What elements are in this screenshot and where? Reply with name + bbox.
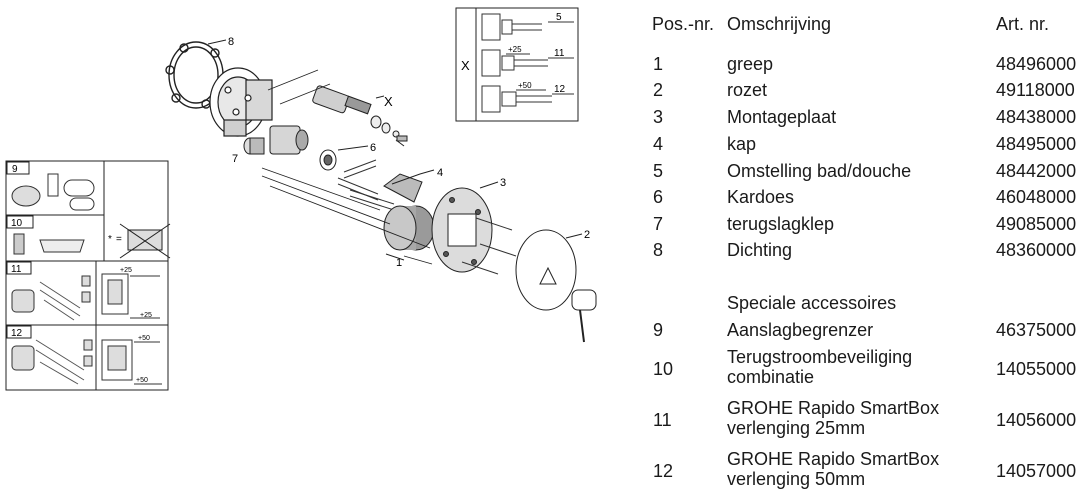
row-pos: 4	[653, 134, 664, 154]
seal-ring	[165, 41, 227, 109]
callout-2: 2	[584, 229, 590, 241]
inset-dim-25: +25	[508, 45, 522, 54]
row-desc: Kardoes	[727, 187, 795, 207]
assembly-axis	[261, 69, 433, 265]
row-desc: Terugstroombeveiliging combinatie	[727, 347, 987, 387]
row-art: 14055000	[996, 359, 1077, 379]
extension-25-parts	[11, 275, 91, 321]
row-art: 49118000	[996, 80, 1075, 100]
extension-25-box	[101, 273, 160, 319]
callout-4: 4	[437, 167, 443, 179]
row-desc-line: GROHE Rapido SmartBox	[727, 398, 940, 418]
exploded-view-drawing: X 5 +25 11 +50 12	[5, 7, 597, 391]
accessory-label-11: 11	[11, 264, 22, 275]
inset-dim-50: +50	[518, 81, 532, 90]
handle	[571, 289, 597, 343]
equals-sign: =	[116, 234, 122, 245]
long-screws	[461, 217, 517, 275]
inset-num-11: 11	[554, 48, 565, 59]
row-art: 48442000	[996, 161, 1077, 181]
dim-12-top: +50	[138, 335, 150, 342]
callout-6: 6	[370, 142, 376, 154]
row-art: 49085000	[996, 214, 1077, 234]
inset-x-label: X	[461, 58, 470, 73]
row-pos: 12	[653, 461, 674, 481]
inset-row-12	[481, 85, 574, 113]
inset-row-11	[481, 49, 574, 77]
callout-1: 1	[396, 257, 402, 269]
dim-11-bottom: +25	[140, 312, 152, 319]
accessory-label-10: 10	[11, 218, 23, 229]
valve-body	[209, 67, 273, 137]
callout-8: 8	[228, 36, 234, 48]
cap	[383, 173, 435, 251]
row-pos: 2	[653, 80, 664, 100]
inset-num-12: 12	[554, 84, 566, 95]
cartridge	[269, 125, 377, 179]
row-art: 46048000	[996, 187, 1077, 207]
row-desc: terugslagklep	[727, 214, 835, 234]
star-note: *	[108, 234, 112, 245]
inset-box: X 5 +25 11 +50 12	[455, 7, 579, 122]
row-pos: 11	[653, 410, 672, 430]
header-art: Art. nr.	[996, 14, 1050, 34]
stop-limiter-illustration	[11, 173, 95, 211]
row-art: 48360000	[996, 240, 1077, 260]
row-desc: Montageplaat	[727, 107, 837, 127]
row-desc-line: GROHE Rapido SmartBox	[727, 449, 940, 469]
row-pos: 1	[653, 54, 664, 74]
inset-num-5: 5	[556, 12, 562, 23]
accessory-label-12: 12	[11, 328, 23, 339]
mounting-screws	[337, 177, 395, 211]
rosette	[515, 229, 577, 311]
check-valve	[243, 137, 265, 155]
mounting-plate	[431, 187, 493, 273]
row-desc-line: Terugstroombeveiliging	[727, 347, 913, 367]
dim-12-bottom: +50	[136, 377, 148, 384]
row-art: 46375000	[996, 320, 1077, 340]
backflow-illustration	[13, 233, 85, 255]
row-pos: 6	[653, 187, 664, 207]
header-pos: Pos.-nr.	[652, 14, 715, 34]
row-pos: 7	[653, 214, 664, 234]
row-pos: 8	[653, 240, 664, 260]
row-pos: 9	[653, 320, 664, 340]
extension-50-parts	[11, 339, 93, 385]
row-pos: 3	[653, 107, 664, 127]
callout-3: 3	[500, 177, 506, 189]
row-art: 48495000	[996, 134, 1077, 154]
accessory-label-9: 9	[12, 164, 18, 175]
extension-50-box	[101, 339, 162, 385]
row-pos: 10	[653, 359, 674, 379]
row-desc: Omstelling bad/douche	[727, 161, 912, 181]
callout-7: 7	[232, 153, 238, 165]
row-desc: Dichting	[727, 240, 793, 260]
row-desc-line: verlenging 50mm	[727, 469, 866, 489]
row-desc: greep	[727, 54, 774, 74]
row-desc: GROHE Rapido SmartBox verlenging 50mm	[727, 449, 987, 489]
inset-row-5	[481, 13, 574, 41]
x-marker: X	[384, 94, 393, 109]
dim-11-top: +25	[120, 267, 132, 274]
special-heading-text: Speciale accessoires	[727, 293, 897, 313]
row-desc-line: combinatie	[727, 367, 815, 387]
row-art: 14057000	[996, 461, 1077, 481]
row-desc: rozet	[727, 80, 768, 100]
row-desc: Aanslagbegrenzer	[727, 320, 874, 340]
accessory-panel: 9 10 * = 11	[5, 160, 171, 391]
diverter-assembly	[312, 85, 408, 142]
header-desc: Omschrijving	[727, 14, 832, 34]
struck-out-icon	[119, 223, 171, 259]
row-art: 14056000	[996, 410, 1077, 430]
row-art: 48438000	[996, 107, 1077, 127]
row-art: 48496000	[996, 54, 1077, 74]
row-desc: GROHE Rapido SmartBox verlenging 25mm	[727, 398, 987, 438]
row-desc-line: verlenging 25mm	[727, 418, 866, 438]
row-pos: 5	[653, 161, 664, 181]
row-desc: kap	[727, 134, 757, 154]
